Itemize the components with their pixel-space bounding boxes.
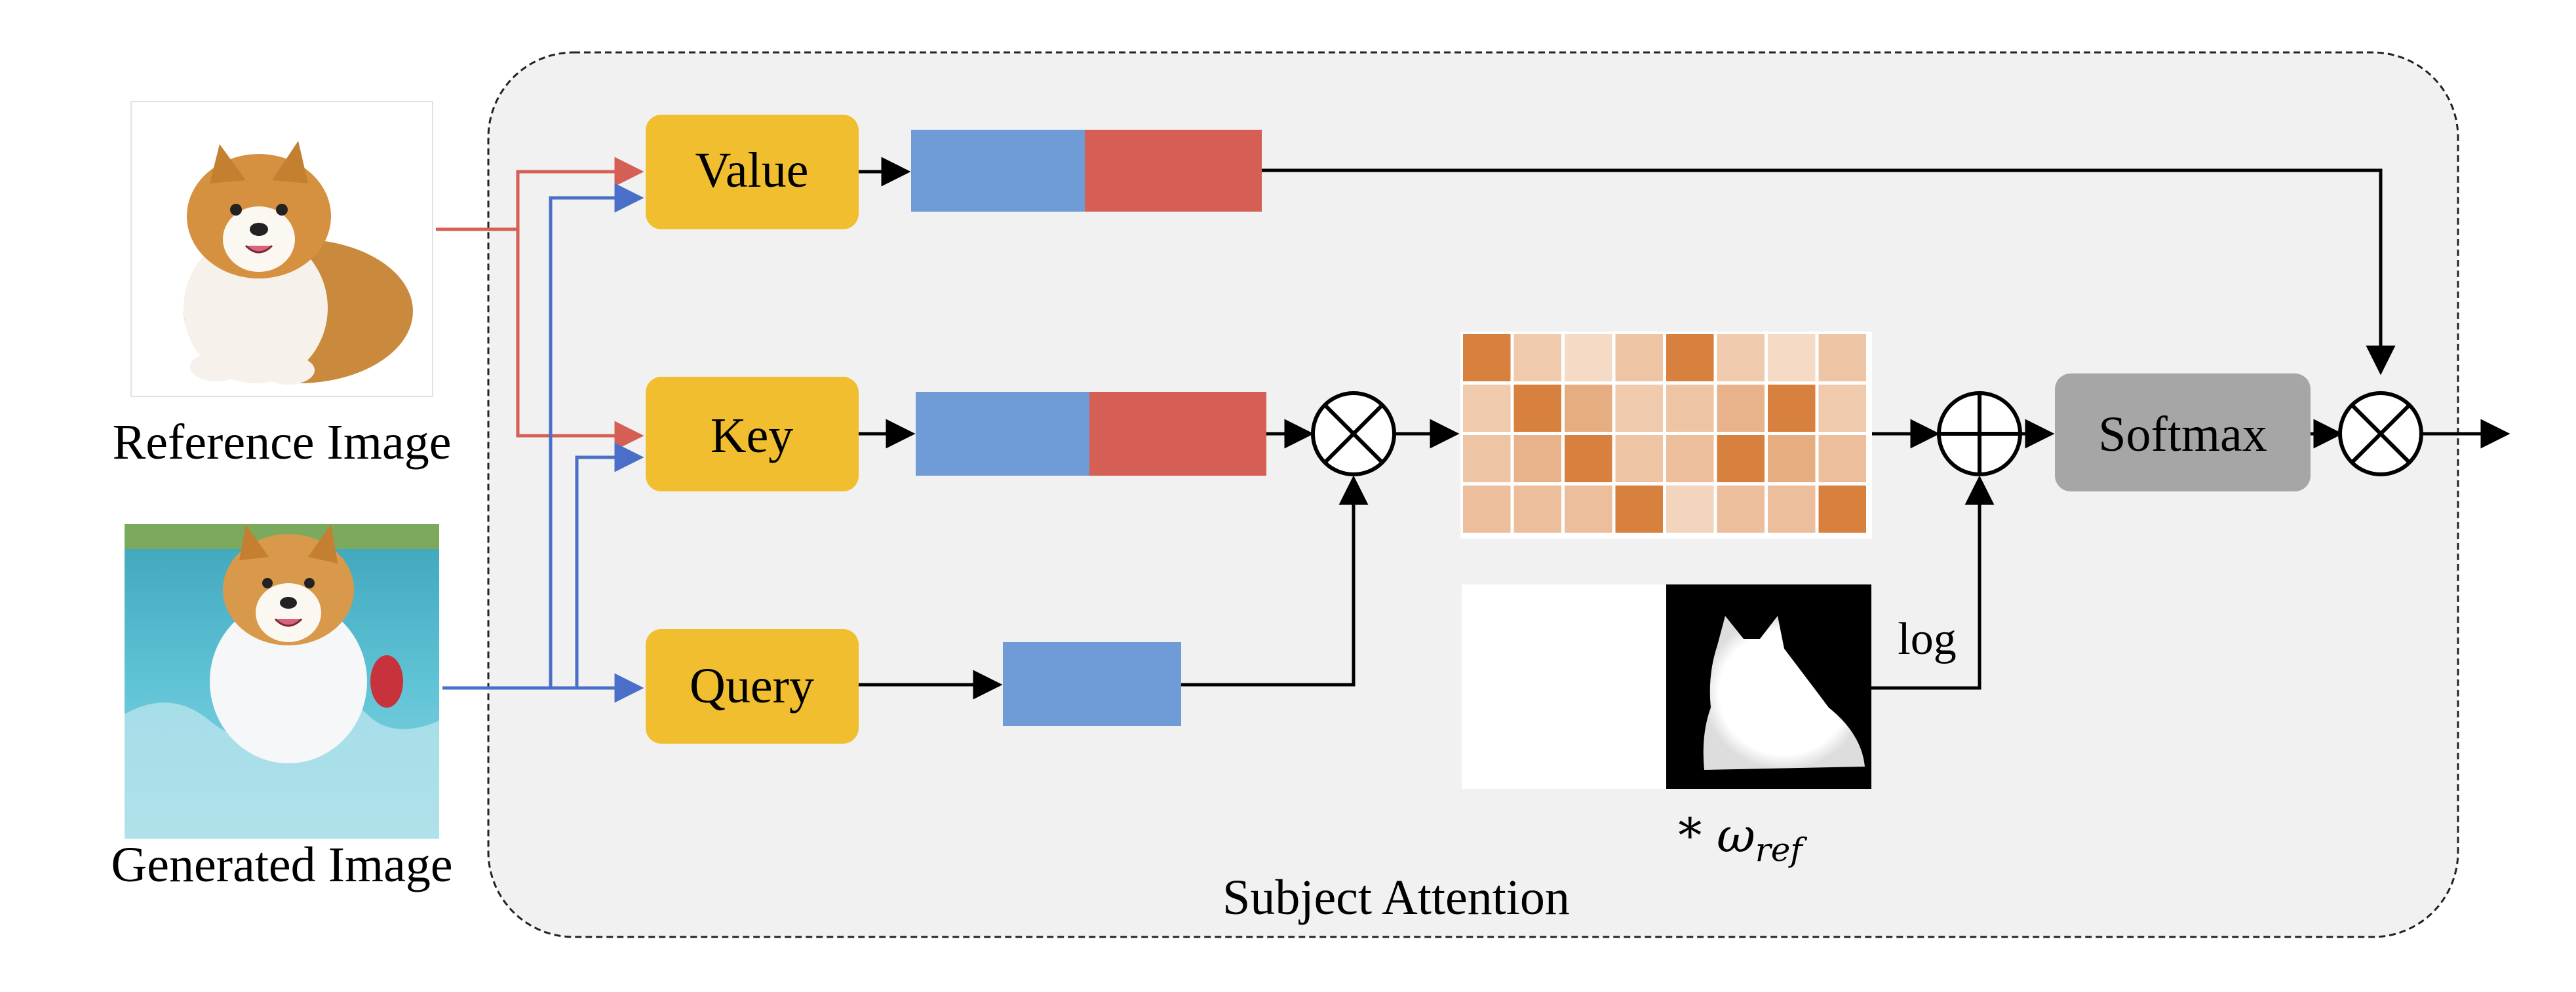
reference-image-label: Reference Image [113, 415, 452, 470]
key-projection-box: Key [646, 377, 859, 491]
attention-cell [1615, 334, 1663, 381]
value-label: Value [695, 143, 808, 198]
attention-cell [1717, 486, 1765, 533]
attention-cell [1463, 486, 1511, 533]
key-tokens [916, 392, 1266, 476]
module-title: Subject Attention [1222, 870, 1570, 925]
attention-cell [1666, 385, 1714, 432]
reference-dog-illustration [184, 141, 413, 385]
query-tokens [1003, 642, 1181, 726]
attention-cell [1717, 334, 1765, 381]
attention-cell [1615, 385, 1663, 432]
query-label: Query [690, 658, 814, 714]
attention-cell [1768, 486, 1816, 533]
attention-cell [1818, 334, 1866, 381]
value-projection-box: Value [646, 115, 859, 229]
value-tokens [911, 130, 1262, 212]
log-label: log [1898, 614, 1956, 664]
attention-cell [1666, 435, 1714, 482]
attention-cell [1666, 486, 1714, 533]
softmax-label: Softmax [2098, 407, 2267, 462]
attention-cell [1513, 486, 1561, 533]
attention-cell [1463, 385, 1511, 432]
reference-mask [1462, 584, 1871, 789]
attention-cell [1513, 385, 1561, 432]
attention-cell [1565, 334, 1612, 381]
reference-image [130, 101, 433, 397]
weight-label-subscript: ref [1755, 831, 1807, 869]
multiply-operator-1 [1311, 391, 1396, 476]
attention-cell [1615, 435, 1663, 482]
multiply-operator-2 [2338, 391, 2423, 476]
flow-arrows [859, 157, 2510, 700]
generated-dog-illustration [210, 524, 403, 763]
attention-cell [1463, 435, 1511, 482]
attention-cell [1513, 435, 1561, 482]
attention-cell [1615, 486, 1663, 533]
add-operator [1937, 391, 2022, 476]
attention-cell [1818, 486, 1866, 533]
attention-cell [1768, 435, 1816, 482]
attention-map [1460, 332, 1872, 539]
attention-cell [1768, 334, 1816, 381]
attention-cell [1818, 435, 1866, 482]
attention-cell [1666, 334, 1714, 381]
mask-dog-silhouette [1703, 616, 1865, 770]
attention-cell [1463, 334, 1511, 381]
generated-connections [442, 183, 644, 703]
attention-cell [1565, 385, 1612, 432]
weight-label: * ωref [1678, 808, 1807, 869]
weight-label-main: * ω [1678, 808, 1755, 863]
query-projection-box: Query [646, 629, 859, 744]
attention-cell [1565, 486, 1612, 533]
generated-image-label: Generated Image [111, 837, 452, 892]
softmax-box: Softmax [2055, 373, 2311, 491]
generated-image [125, 524, 439, 839]
attention-cell [1768, 385, 1816, 432]
attention-cell [1717, 385, 1765, 432]
attention-cell [1565, 435, 1612, 482]
reference-connections [436, 157, 644, 451]
attention-cell [1818, 385, 1866, 432]
attention-cell [1513, 334, 1561, 381]
key-label: Key [711, 408, 794, 463]
attention-cell [1717, 435, 1765, 482]
